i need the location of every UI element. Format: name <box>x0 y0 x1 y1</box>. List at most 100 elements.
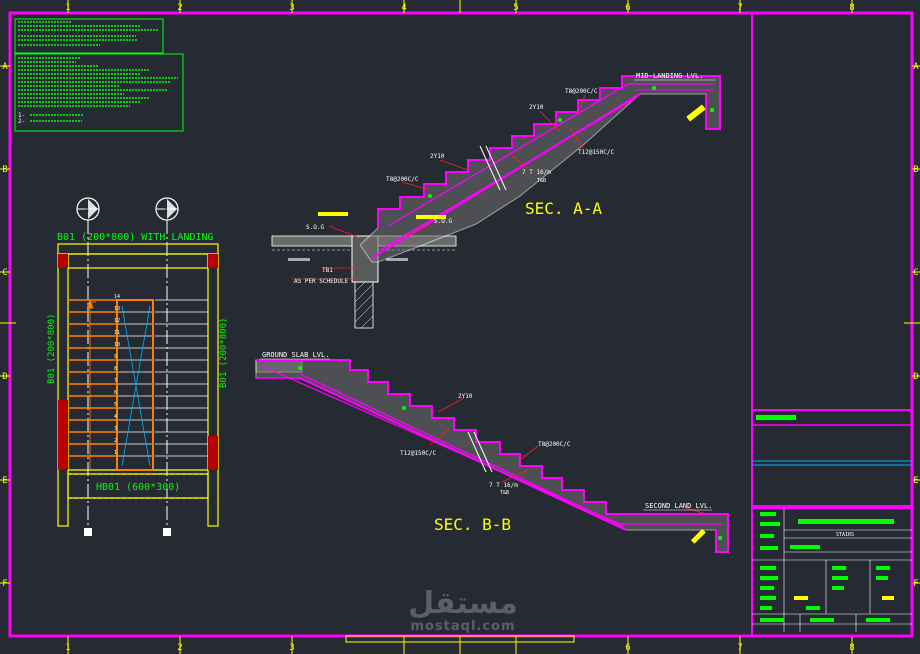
grid-col-1-bottom: 1 <box>65 643 70 653</box>
sec-b-bar-nosing: 2Y10 <box>458 393 473 400</box>
step-number: 4 <box>114 414 117 420</box>
grid-col-1: 1 <box>65 3 70 13</box>
grid-col-6-bottom: 6 <box>625 643 630 653</box>
title-block-green-fields <box>760 512 894 622</box>
grid-col-3: 3 <box>289 3 294 13</box>
note-2-marker: 2- <box>18 118 25 125</box>
grid-row-b: B <box>2 165 7 175</box>
grid-col-2: 2 <box>177 3 182 13</box>
sec-a-bar-bottom: T12@150C/C <box>578 149 615 156</box>
sec-a-rebar-bottom <box>379 97 637 251</box>
grid-row-d: D <box>2 372 7 382</box>
sec-a-beam-tag: TB1 <box>322 267 333 274</box>
grid-col-5: 5 <box>513 3 518 13</box>
title-block-grid <box>752 508 912 632</box>
sec-b-leaders <box>429 397 707 515</box>
sec-a-tag-bottom-left <box>288 258 310 261</box>
sec-a-step-profile <box>377 75 721 228</box>
title-block-drawing-title: STAIRS <box>836 532 854 538</box>
step-number: 14 <box>114 294 120 300</box>
title-block-upper <box>751 409 913 507</box>
general-notes: 1- 2- <box>14 18 184 132</box>
grid-col-3-bottom: 3 <box>289 643 294 653</box>
section-marker-a-label: A <box>164 207 168 214</box>
sec-a-tag-landing <box>686 104 706 122</box>
step-number: 1 <box>114 450 117 456</box>
grid-row-c: C <box>2 268 7 278</box>
section-marker-b: B <box>76 197 100 221</box>
step-number: 10 <box>114 342 120 348</box>
grid-col-2-bottom: 2 <box>177 643 182 653</box>
sec-a-title: SEC. A-A <box>525 199 602 218</box>
grid-row-b-right: B <box>913 165 918 175</box>
sec-a-bar-top: T8@200C/C <box>565 88 598 95</box>
watermark-latin: mostaql.com <box>410 619 516 634</box>
title-block-yellow-fields <box>794 596 894 600</box>
sec-a-tag-right <box>416 215 446 219</box>
section-b-b: GROUND SLAB LVL. SECOND LAND LVL. 2Y10 T… <box>255 351 729 553</box>
grid-col-6: 6 <box>625 3 630 13</box>
section-marker-b-label: B <box>85 207 89 214</box>
sec-a-schedule-note: AS PER SCHEDULE <box>294 278 349 285</box>
plan-nosings <box>68 299 117 457</box>
notes-box-top <box>14 18 164 54</box>
notes-box-main <box>14 53 184 132</box>
sec-a-break-line <box>479 145 507 191</box>
sec-a-tag-bottom-right <box>386 258 408 261</box>
sec-a-bar-mid: 2Y10 <box>430 153 445 160</box>
grid-row-f-right: F <box>913 579 918 589</box>
step-number: 7 <box>114 378 117 384</box>
sec-b-soffit <box>299 377 627 531</box>
sec-a-rebar-dots <box>428 86 714 198</box>
sec-a-landing-label: MID-LANDING LVL. <box>636 72 703 80</box>
grid-col-7: 7 <box>737 3 742 13</box>
sec-a-soffit <box>371 93 641 259</box>
grid-row-e-right: E <box>913 476 918 486</box>
step-number: 9 <box>114 354 117 360</box>
plan-walking-line <box>86 298 96 470</box>
section-end-arrow-b <box>84 528 92 536</box>
sec-a-wall-hatch <box>354 281 374 329</box>
sec-b-second-label: SECOND LAND LVL. <box>645 502 712 510</box>
grid-row-a: A <box>2 62 8 72</box>
grid-row-a-right: A <box>913 62 919 72</box>
step-number: 5 <box>114 402 117 408</box>
title-block-lower <box>751 507 913 637</box>
sec-b-break-line <box>467 431 493 473</box>
sec-a-rebar-top <box>387 83 629 227</box>
title-block: STAIRS STAIRS <box>751 409 913 637</box>
watermark-arabic: مستقل <box>408 586 518 621</box>
grid-labels: 1 2 3 4 5 6 7 8 1 2 3 6 7 8 A B C D E F … <box>2 3 919 653</box>
sec-b-ground-label: GROUND SLAB LVL. <box>262 351 329 359</box>
grid-row-f: F <box>2 579 7 589</box>
sec-b-stirrups-sub: T&B <box>500 490 509 496</box>
title-block-header-mark <box>756 415 796 420</box>
sec-b-title: SEC. B-B <box>434 515 511 534</box>
sec-a-sog-left: S.O.G <box>306 224 324 231</box>
sec-b-step-profile <box>256 359 729 553</box>
step-number: 2 <box>114 438 117 444</box>
plan-wall-hatch <box>58 254 218 470</box>
step-number: 6 <box>114 390 117 396</box>
grid-row-d-right: D <box>913 372 918 382</box>
sec-a-wall <box>354 281 374 329</box>
sec-a-slab-left <box>271 235 353 247</box>
sec-b-stirrups: 7 T 16/m <box>489 482 518 489</box>
landing-beam-label: B01 (200*800) WITH LANDING <box>57 232 214 243</box>
step-number: 13 <box>114 306 120 312</box>
step-number: 11 <box>114 330 120 336</box>
step-number: 3 <box>114 426 117 432</box>
grid-col-8-bottom: 8 <box>849 643 854 653</box>
sec-a-stirrups: 7 T 16/m <box>522 169 551 176</box>
grid-col-4: 4 <box>401 3 406 13</box>
grid-row-c-right: C <box>913 268 918 278</box>
bottom-center-mark <box>345 635 575 643</box>
sec-a-tag-left <box>318 212 348 216</box>
sec-a-sog-right: S.O.G <box>434 218 452 225</box>
grid-col-8: 8 <box>849 3 854 13</box>
section-a-a: MID-LANDING LVL. T8@200C/C 2Y10 T12@150C… <box>271 72 721 329</box>
sec-b-rebar-dots <box>298 366 722 540</box>
grid-col-7-bottom: 7 <box>737 643 742 653</box>
